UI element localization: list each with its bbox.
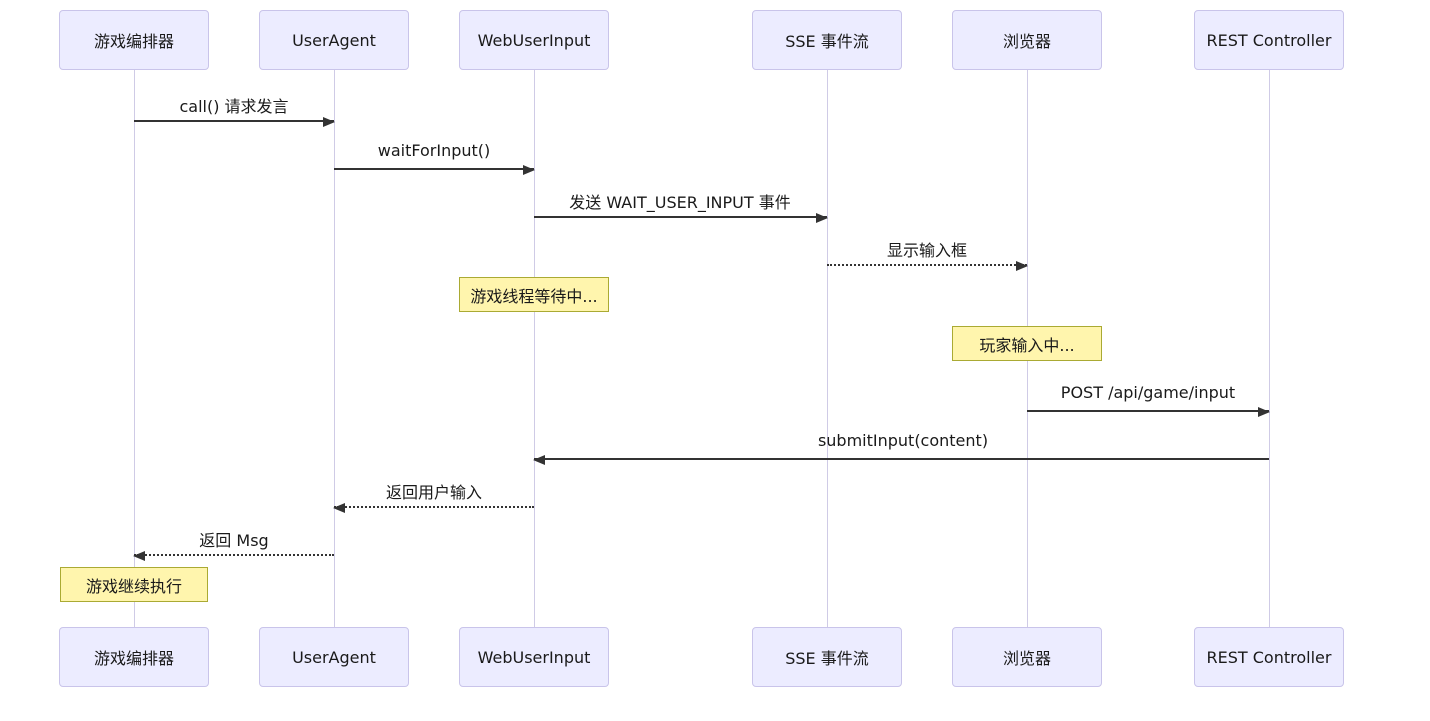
participant-top-webuserinput: WebUserInput <box>459 10 609 70</box>
message-label-waitforinput: waitForInput() <box>377 141 491 160</box>
participant-bottom-sse: SSE 事件流 <box>752 627 902 687</box>
participant-top-browser: 浏览器 <box>952 10 1102 70</box>
message-line-return-user-input <box>333 503 534 513</box>
participant-top-useragent: UserAgent <box>259 10 409 70</box>
message-label-show-input-box: 显示输入框 <box>886 241 968 260</box>
arrowhead-right-icon <box>1016 261 1028 271</box>
note-player-typing: 玩家输入中... <box>952 326 1102 361</box>
message-line-return-msg <box>133 551 334 561</box>
message-label-post-api: POST /api/game/input <box>1060 383 1236 402</box>
message-line-post-api <box>1027 407 1270 417</box>
participant-top-orchestrator: 游戏编排器 <box>59 10 209 70</box>
message-line-submitinput <box>533 455 1269 465</box>
lifeline-sse <box>827 70 828 627</box>
lifeline-rest <box>1269 70 1270 627</box>
message-label-submitinput: submitInput(content) <box>817 431 989 450</box>
message-line-waitforinput <box>334 165 535 175</box>
message-label-return-msg: 返回 Msg <box>199 531 269 550</box>
participant-bottom-orchestrator: 游戏编排器 <box>59 627 209 687</box>
arrowhead-right-icon <box>523 165 535 175</box>
message-label-wait-user-input-event: 发送 WAIT_USER_INPUT 事件 <box>569 193 791 212</box>
participant-top-sse: SSE 事件流 <box>752 10 902 70</box>
participant-bottom-useragent: UserAgent <box>259 627 409 687</box>
message-line-wait-user-input-event <box>534 213 828 223</box>
message-label-return-user-input: 返回用户输入 <box>385 483 483 502</box>
participant-bottom-rest: REST Controller <box>1194 627 1344 687</box>
lifeline-orchestrator <box>134 70 135 627</box>
participant-bottom-webuserinput: WebUserInput <box>459 627 609 687</box>
arrowhead-left-icon <box>133 551 145 561</box>
lifeline-webuserinput <box>534 70 535 627</box>
arrowhead-left-icon <box>533 455 545 465</box>
lifeline-useragent <box>334 70 335 627</box>
arrowhead-right-icon <box>323 117 335 127</box>
arrowhead-right-icon <box>816 213 828 223</box>
message-label-call: call() 请求发言 <box>179 97 289 116</box>
note-game-thread-waiting: 游戏线程等待中... <box>459 277 609 312</box>
arrowhead-left-icon <box>333 503 345 513</box>
note-game-continues: 游戏继续执行 <box>60 567 208 602</box>
message-line-call <box>134 117 335 127</box>
message-line-show-input-box <box>827 261 1028 271</box>
participant-top-rest: REST Controller <box>1194 10 1344 70</box>
arrowhead-right-icon <box>1258 407 1270 417</box>
participant-bottom-browser: 浏览器 <box>952 627 1102 687</box>
